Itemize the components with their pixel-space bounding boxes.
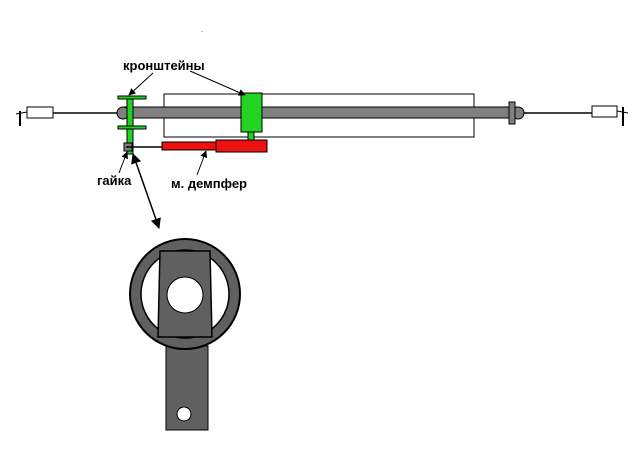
leader-nut (118, 151, 129, 174)
center-bracket (240, 92, 263, 143)
label-nut: гайка (97, 173, 132, 188)
leader-center-bracket (189, 70, 246, 96)
left-bracket (117, 95, 147, 155)
right-cable-end (591, 105, 629, 126)
leader-damper (196, 150, 208, 176)
left-cable-end (15, 106, 54, 126)
leader-left-bracket (128, 72, 154, 96)
speck-dot (201, 31, 203, 32)
label-damper: м. демпфер (171, 176, 247, 191)
damper (161, 139, 268, 153)
bracket-detail-bore (166, 276, 204, 314)
label-brackets: кронштейны (123, 58, 205, 73)
detail-arrow (131, 153, 161, 229)
bracket-detail (129, 238, 241, 431)
right-clamp (508, 101, 516, 125)
main-rod (123, 106, 517, 119)
bracket-detail-hole (176, 406, 192, 422)
